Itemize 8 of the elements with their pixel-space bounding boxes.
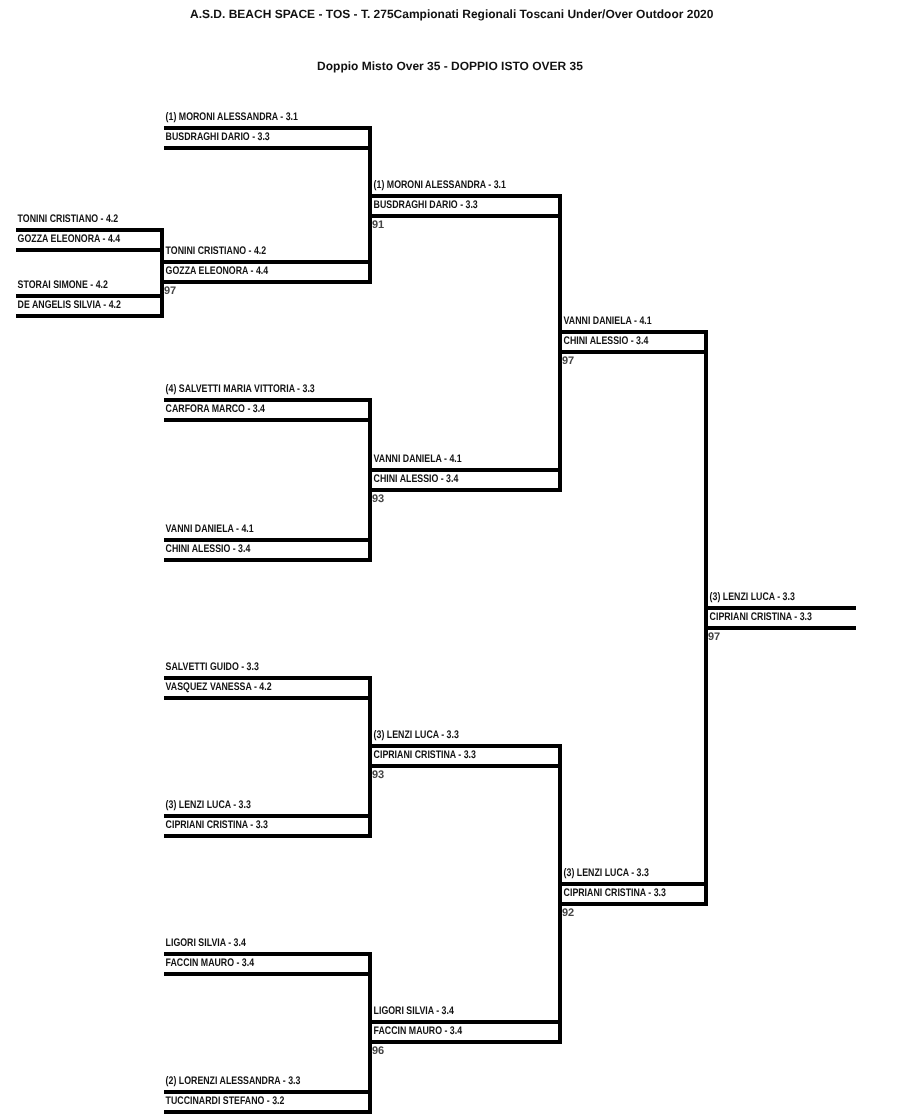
- bracket-line: [368, 1020, 373, 1092]
- bracket-line: [704, 606, 709, 884]
- bracket-line: [368, 468, 373, 540]
- bracket-line: [558, 330, 563, 470]
- bracket-line: [160, 260, 165, 296]
- bracket-line: [368, 744, 373, 816]
- bracket-line: [558, 882, 563, 1022]
- bracket-line: [368, 194, 373, 262]
